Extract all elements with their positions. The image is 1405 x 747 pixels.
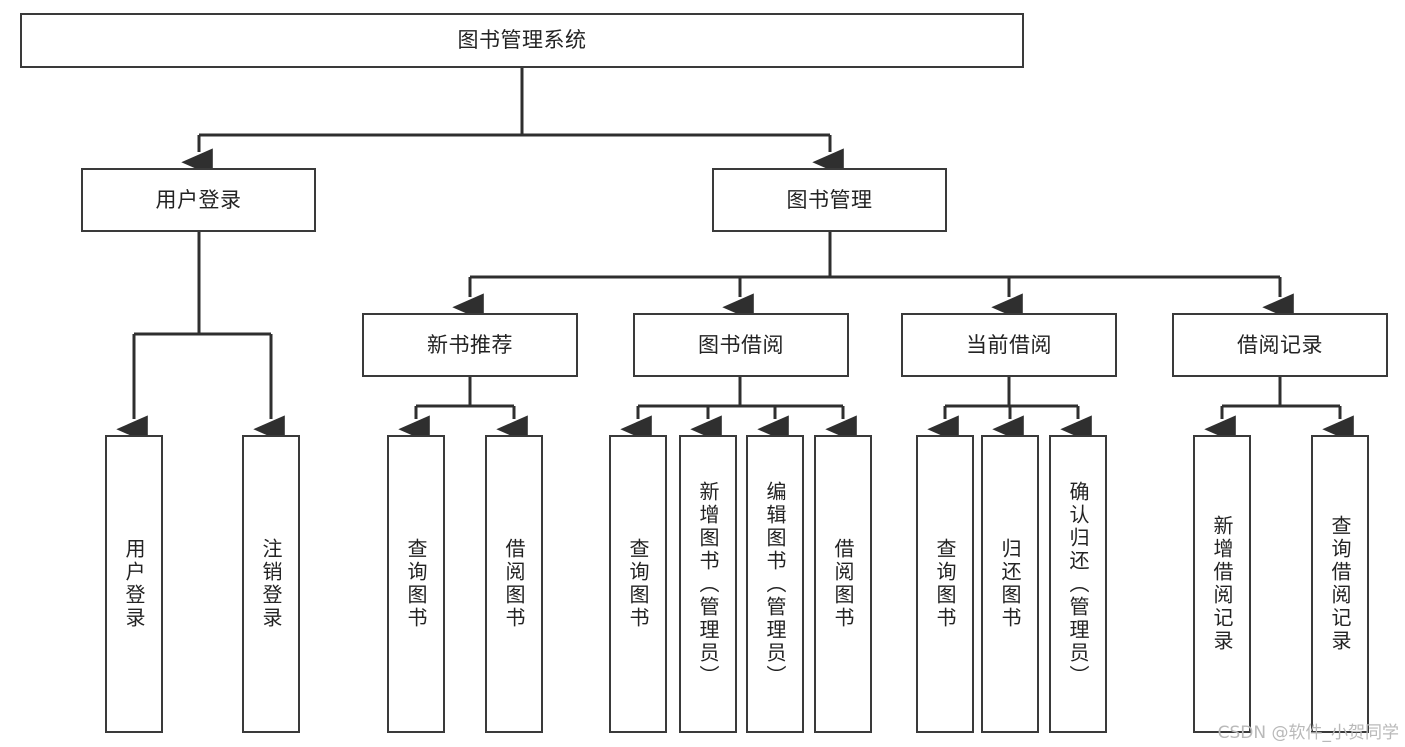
node-borrow-record-label: 借阅记录 — [1237, 332, 1323, 357]
node-leaf-borrow-book-2[interactable]: 借阅图书 — [814, 435, 872, 733]
watermark: CSDN @软件_小贺同学 — [1217, 723, 1399, 743]
node-leaf-confirm-return-label: 确认归还（管理员） — [1066, 480, 1090, 688]
node-leaf-user-logout-label: 注销登录 — [259, 538, 283, 630]
node-leaf-return-book-label: 归还图书 — [998, 538, 1022, 630]
node-leaf-return-book[interactable]: 归还图书 — [981, 435, 1039, 733]
node-leaf-query-record[interactable]: 查询借阅记录 — [1311, 435, 1369, 733]
node-book-manage[interactable]: 图书管理 — [712, 168, 947, 232]
node-leaf-edit-book[interactable]: 编辑图书（管理员） — [746, 435, 804, 733]
node-leaf-borrow-book-1-label: 借阅图书 — [502, 538, 526, 630]
node-leaf-borrow-book-2-label: 借阅图书 — [831, 538, 855, 630]
node-leaf-user-login[interactable]: 用户登录 — [105, 435, 163, 733]
node-leaf-query-book-2[interactable]: 查询图书 — [609, 435, 667, 733]
node-book-borrow-label: 图书借阅 — [698, 332, 784, 357]
node-user-login-label: 用户登录 — [155, 187, 242, 212]
node-leaf-query-book-1-label: 查询图书 — [404, 538, 428, 630]
node-leaf-user-logout[interactable]: 注销登录 — [242, 435, 300, 733]
node-leaf-add-book[interactable]: 新增图书（管理员） — [679, 435, 737, 733]
node-root[interactable]: 图书管理系统 — [20, 13, 1024, 68]
node-leaf-add-record-label: 新增借阅记录 — [1210, 515, 1234, 653]
node-current-borrow-label: 当前借阅 — [966, 332, 1052, 357]
node-root-label: 图书管理系统 — [457, 28, 587, 53]
node-leaf-user-login-label: 用户登录 — [122, 538, 146, 630]
node-leaf-query-record-label: 查询借阅记录 — [1328, 515, 1352, 653]
node-book-manage-label: 图书管理 — [786, 187, 873, 212]
node-new-book-recommend[interactable]: 新书推荐 — [362, 313, 578, 377]
node-leaf-confirm-return[interactable]: 确认归还（管理员） — [1049, 435, 1107, 733]
node-new-book-recommend-label: 新书推荐 — [427, 332, 513, 357]
node-leaf-add-book-label: 新增图书（管理员） — [696, 480, 720, 688]
node-leaf-borrow-book-1[interactable]: 借阅图书 — [485, 435, 543, 733]
node-leaf-edit-book-label: 编辑图书（管理员） — [763, 480, 787, 688]
node-leaf-query-book-2-label: 查询图书 — [626, 538, 650, 630]
node-leaf-query-book-1[interactable]: 查询图书 — [387, 435, 445, 733]
node-user-login[interactable]: 用户登录 — [81, 168, 316, 232]
node-borrow-record[interactable]: 借阅记录 — [1172, 313, 1388, 377]
node-leaf-query-book-3[interactable]: 查询图书 — [916, 435, 974, 733]
node-leaf-add-record[interactable]: 新增借阅记录 — [1193, 435, 1251, 733]
node-current-borrow[interactable]: 当前借阅 — [901, 313, 1117, 377]
node-leaf-query-book-3-label: 查询图书 — [933, 538, 957, 630]
node-book-borrow[interactable]: 图书借阅 — [633, 313, 849, 377]
